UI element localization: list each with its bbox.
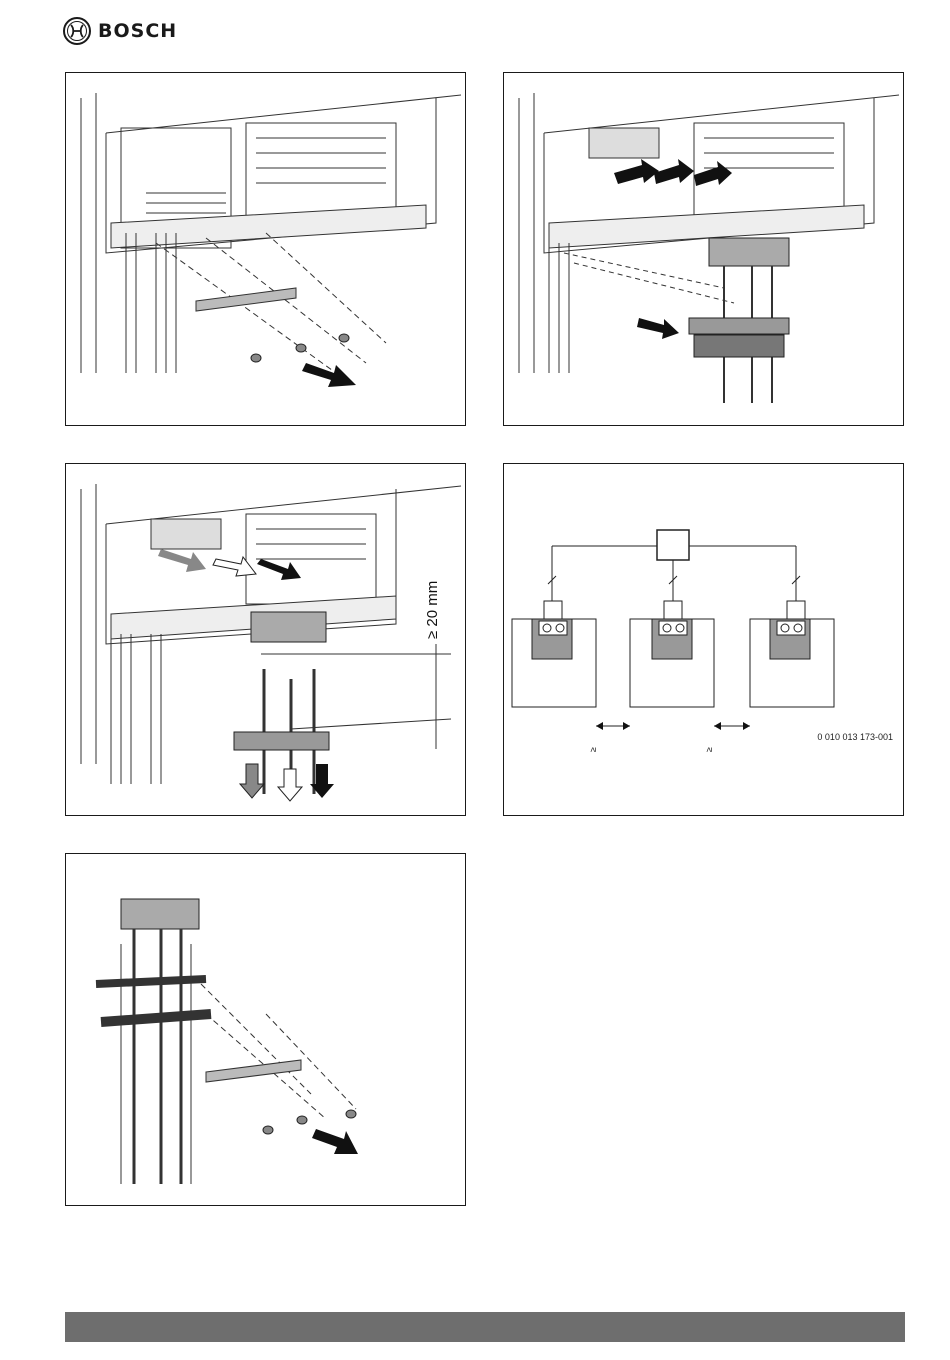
figure-panel-connector-insert [503, 72, 904, 426]
figure-panel-strain-relief-mount [65, 72, 466, 426]
brand-wordmark: BOSCH [98, 20, 177, 42]
figure-panel-wiring-schematic: ≥ ≥ 0 010 013 173-001 [503, 463, 904, 816]
schematic-diagram [504, 464, 905, 817]
illustration-assembly [66, 854, 467, 1207]
arrow-icon [302, 363, 356, 387]
illustration-connectors [504, 73, 905, 427]
illustration-housing [66, 73, 467, 427]
arrow-icon [158, 549, 206, 572]
gap-mark-1: ≥ [588, 747, 598, 752]
footer-bar [65, 1312, 905, 1342]
gap-mark-2: ≥ [704, 747, 714, 752]
header: BOSCH [62, 14, 177, 48]
document-code: 0 010 013 173-001 [817, 732, 893, 742]
figure-panel-assembly [65, 853, 466, 1206]
illustration-wire-strip [66, 464, 467, 817]
arrow-icon [312, 1129, 358, 1154]
bosch-armature-icon [62, 16, 92, 46]
arrow-icon [614, 159, 659, 184]
dimension-label: ≥ 20 mm [424, 581, 441, 639]
figure-panel-wire-strip: ≥ 20 mm [65, 463, 466, 816]
